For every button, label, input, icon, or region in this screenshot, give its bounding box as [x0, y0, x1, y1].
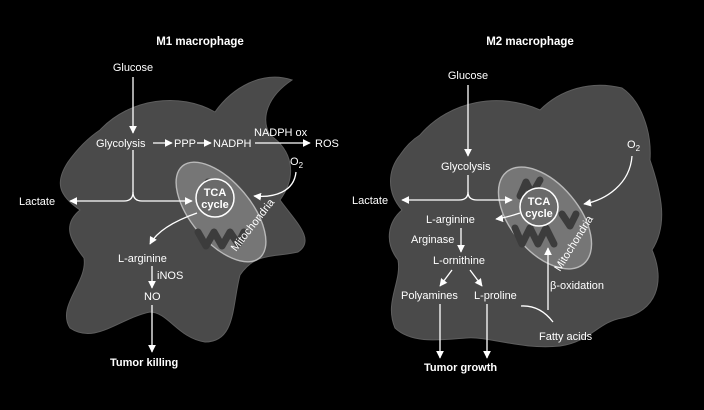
m2-panel: M2 macrophage Glucose Glycolysis Lactate…: [352, 36, 663, 374]
m1-tca-label-2: cycle: [201, 199, 229, 211]
m1-tca-label-1: TCA: [204, 187, 227, 199]
m2-fatty-acids-label: Fatty acids: [539, 331, 593, 343]
m1-ppp-label: PPP: [174, 138, 196, 150]
m2-tca-label-1: TCA: [528, 196, 551, 208]
m1-glycolysis-label: Glycolysis: [96, 138, 146, 150]
m1-l-arginine-label: L-arginine: [118, 253, 167, 265]
m2-beta-oxidation-label: β-oxidation: [550, 280, 604, 292]
m2-glucose-label: Glucose: [448, 70, 488, 82]
m1-title: M1 macrophage: [156, 36, 244, 48]
m1-nadph-label: NADPH: [213, 138, 252, 150]
m2-l-proline-label: L-proline: [474, 290, 517, 302]
m1-glucose-label: Glucose: [113, 62, 153, 74]
m1-tca-cycle: [195, 178, 235, 218]
m2-o2-label: O2: [627, 139, 641, 153]
m2-tca-entry-arrow: [467, 191, 513, 204]
m2-title: M2 macrophage: [486, 36, 574, 48]
m1-tca-entry-arrow: [132, 191, 193, 205]
m1-lactate-label: Lactate: [19, 196, 55, 208]
m1-o2-label: O2: [290, 156, 304, 170]
m2-l-arginine-label: L-arginine: [426, 214, 475, 226]
m1-inos-label: iNOS: [157, 270, 183, 282]
m2-l-ornithine-label: L-ornithine: [433, 255, 485, 267]
m2-fatty-acid-uptake-line: [520, 305, 554, 323]
m2-lactate-label: Lactate: [352, 195, 388, 207]
m2-o2-arrow: [583, 155, 633, 207]
m1-no-label: NO: [144, 291, 161, 303]
m1-panel: M1 macrophage Glucose Glycolysis PPP NAD…: [19, 36, 339, 369]
m2-tca-arginine-arrow: [495, 212, 521, 223]
m1-cell-body: [59, 76, 306, 343]
m2-tca-label-2: cycle: [525, 208, 553, 220]
m1-nadph-ox-label: NADPH ox: [254, 127, 308, 139]
m2-outcome-label: Tumor growth: [424, 362, 497, 374]
m2-ornithine-proline-arrow: [469, 269, 483, 287]
m2-glycolysis-label: Glycolysis: [441, 161, 491, 173]
m2-ornithine-polyamines-arrow: [439, 269, 453, 287]
m1-tca-arginine-arrow: [149, 212, 198, 245]
m1-outcome-label: Tumor killing: [110, 357, 178, 369]
m2-polyamines-label: Polyamines: [401, 290, 458, 302]
m2-arginase-label: Arginase: [411, 234, 454, 246]
m1-ros-label: ROS: [315, 138, 339, 150]
m2-tca-cycle: [519, 187, 559, 227]
m1-o2-arrow: [253, 171, 297, 201]
